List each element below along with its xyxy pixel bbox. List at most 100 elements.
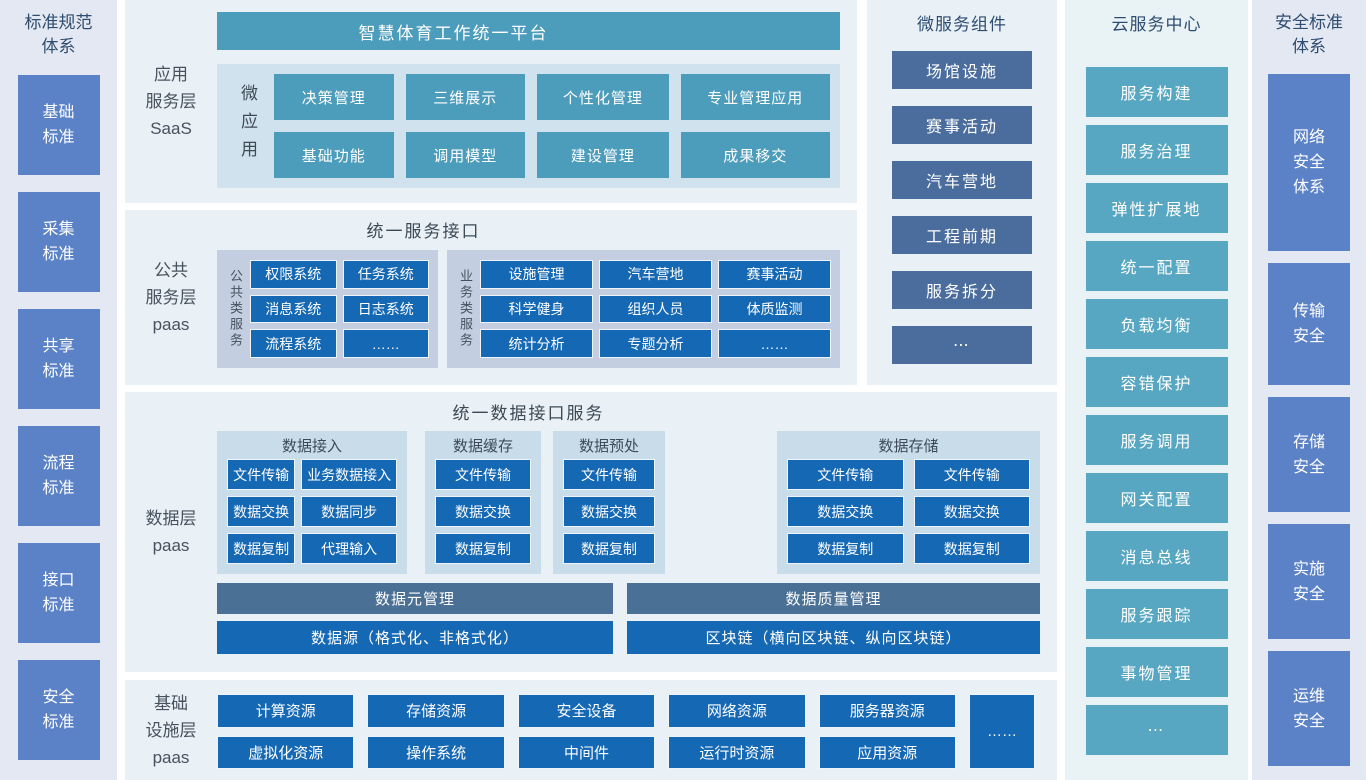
resource-block: 中间件: [517, 735, 656, 769]
layer-label-line: paas: [152, 747, 190, 767]
standard-block-security: 安全标准: [17, 660, 100, 760]
business-services-group: 业务类服务 设施管理 汽车营地 赛事活动 科学健身 组织人员 体质监测 统计分析: [447, 250, 840, 368]
micro-app-block: 专业管理应用: [680, 74, 830, 120]
infrastructure-layer-label: 基础 设施层 paas: [125, 680, 217, 780]
service-block: 流程系统: [250, 329, 337, 358]
data-block: 数据复制: [435, 533, 531, 564]
resource-block: 操作系统: [367, 735, 505, 769]
cloud-service-block: 容错保护: [1085, 357, 1228, 407]
unified-data-interface-title: 统一数据接口服务: [452, 404, 605, 423]
cloud-service-block: 消息总线: [1085, 531, 1228, 581]
microservice-block-more: ⋯: [892, 326, 1032, 364]
micro-app-block: 个性化管理: [537, 74, 669, 120]
data-quality-management-bar: 数据质量管理: [627, 583, 1040, 614]
data-layer-content: 统一数据接口服务 数据接入 文件传输 业务数据接入 数据交换 数据同步 数据复制…: [217, 392, 1057, 672]
infrastructure-grid: 计算资源 存储资源 安全设备 网络资源 服务器资源 …… 虚拟化资源 操作系统 …: [217, 694, 1035, 769]
standard-block-basic: 基础标准: [17, 75, 100, 175]
layer-label-line: 应用: [154, 65, 188, 84]
cloud-service-block-more: ⋯: [1085, 705, 1228, 755]
data-block: 数据复制: [913, 533, 1030, 564]
microservice-block: 服务拆分: [892, 271, 1032, 309]
public-service-content: 统一服务接口 公共类服务 权限系统 任务系统 消息系统 日志系统 流程系统: [217, 210, 857, 385]
security-standards-sidebar: 安全标准体系 网络安全体系 传输安全 存储安全 实施安全 运维安全: [1252, 0, 1366, 780]
security-standards-title: 安全标准体系: [1272, 11, 1345, 59]
saas-content: 智慧体育工作统一平台 微应用 决策管理 三维展示 个性化管理 专业管理应用 基础…: [217, 0, 857, 203]
service-block: 体质监测: [718, 294, 831, 324]
layer-label-line: 服务层: [145, 288, 197, 307]
microservice-block: 场馆设施: [892, 51, 1032, 89]
security-standards-title-text: 安全标准体系: [1275, 13, 1343, 56]
service-block-more: ……: [718, 329, 831, 358]
layer-label-line: 设施层: [145, 720, 197, 740]
data-source-bar: 数据源（格式化、非格式化）: [217, 621, 613, 654]
infrastructure-content: 计算资源 存储资源 安全设备 网络资源 服务器资源 …… 虚拟化资源 操作系统 …: [217, 680, 1057, 780]
service-block: 组织人员: [599, 294, 712, 324]
service-block: 设施管理: [480, 260, 593, 289]
standards-system-title: 标准规范体系: [22, 11, 95, 59]
cloud-service-block: 服务跟踪: [1085, 589, 1228, 639]
data-preprocess-group: 数据预处 文件传输 数据交换 数据复制: [553, 431, 665, 574]
platform-banner: 智慧体育工作统一平台: [217, 12, 840, 50]
data-storage-group: 数据存储 文件传输 文件传输 数据交换 数据交换 数据复制 数据复制: [777, 431, 1040, 574]
data-meta-management-bar: 数据元管理: [217, 583, 613, 614]
resource-block: 网络资源: [668, 694, 806, 728]
data-cache-group: 数据缓存 文件传输 数据交换 数据复制: [425, 431, 541, 574]
data-block: 数据交换: [563, 496, 655, 527]
layer-label-line: paas: [152, 536, 190, 555]
data-block: 文件传输: [435, 459, 531, 490]
micro-app-block: 建设管理: [537, 132, 669, 178]
service-block-more: ……: [342, 329, 429, 358]
resource-block: 虚拟化资源: [217, 735, 355, 769]
cloud-service-block: 弹性扩展地: [1085, 183, 1228, 233]
cloud-service-block: 服务调用: [1085, 415, 1228, 465]
micro-app-block: 基础功能: [274, 132, 394, 178]
cloud-service-center-panel: 云服务中心 服务构建 服务治理 弹性扩展地 统一配置 负载均衡 容错保护 服务调…: [1065, 0, 1248, 780]
common-services-group: 公共类服务 权限系统 任务系统 消息系统 日志系统 流程系统 ……: [217, 250, 438, 368]
data-group-grid: 文件传输 数据交换 数据复制: [435, 459, 531, 564]
security-block-operations: 运维安全: [1268, 651, 1350, 766]
service-block: 赛事活动: [718, 260, 831, 289]
blockchain-bar: 区块链（横向区块链、纵向区块链）: [627, 621, 1040, 654]
resource-block: 存储资源: [367, 694, 505, 728]
data-group-title: 数据预处: [578, 438, 639, 455]
standard-block-label: 安全标准: [42, 689, 75, 731]
data-layer-label: 数据层 paas: [125, 392, 217, 672]
resource-block-more: ……: [968, 694, 1035, 769]
security-block-transport: 传输安全: [1268, 263, 1350, 385]
microservice-block: 赛事活动: [892, 106, 1032, 144]
standard-block-process: 流程标准: [17, 426, 100, 526]
cloud-service-block: 事物管理: [1085, 647, 1228, 697]
micro-apps-vertical-label: 微应用: [238, 84, 257, 168]
standards-system-sidebar: 标准规范体系 基础标准 采集标准 共享标准 流程标准 接口标准 安全标准: [0, 0, 117, 780]
service-groups-row: 公共类服务 权限系统 任务系统 消息系统 日志系统 流程系统 ……: [217, 250, 840, 368]
microservice-block: 汽车营地: [892, 161, 1032, 199]
microservice-components-title: 微服务组件: [917, 15, 1007, 34]
data-group-grid: 文件传输 文件传输 数据交换 数据交换 数据复制 数据复制: [787, 459, 1030, 564]
resource-block: 服务器资源: [818, 694, 956, 728]
cloud-service-block: 负载均衡: [1085, 299, 1228, 349]
data-group-title: 数据接入: [281, 438, 342, 455]
cloud-service-block: 服务构建: [1085, 67, 1228, 117]
data-block: 文件传输: [227, 459, 296, 490]
data-group-grid: 文件传输 数据交换 数据复制: [563, 459, 655, 564]
standards-system-title-text: 标准规范体系: [24, 13, 93, 56]
data-block: 数据复制: [227, 533, 296, 564]
data-block: 数据交换: [435, 496, 531, 527]
microservice-components-panel: 微服务组件 场馆设施 赛事活动 汽车营地 工程前期 服务拆分 ⋯: [867, 0, 1057, 385]
security-block-label: 网络安全体系: [1292, 129, 1325, 196]
data-layer-panel: 数据层 paas 统一数据接口服务 数据接入 文件传输 业务数据接入 数据交换 …: [125, 392, 1057, 672]
micro-apps-box: 微应用 决策管理 三维展示 个性化管理 专业管理应用 基础功能 调用模型 建设管…: [217, 64, 840, 188]
data-block: 业务数据接入: [301, 459, 397, 490]
saas-public-stack: 应用 服务层 SaaS 智慧体育工作统一平台 微应用 决策管理 三维展示 个性化…: [125, 0, 857, 385]
data-block: 数据交换: [787, 496, 904, 527]
service-block: 统计分析: [480, 329, 593, 358]
resource-block: 安全设备: [517, 694, 656, 728]
common-services-grid: 权限系统 任务系统 消息系统 日志系统 流程系统 ……: [250, 260, 429, 358]
security-block-implementation: 实施安全: [1268, 524, 1350, 639]
data-block: 文件传输: [787, 459, 904, 490]
layer-label-line: SaaS: [150, 119, 192, 138]
cloud-service-block: 网关配置: [1085, 473, 1228, 523]
data-groups-row: 数据接入 文件传输 业务数据接入 数据交换 数据同步 数据复制 代理输入 数据缓…: [217, 431, 1040, 574]
business-services-grid: 设施管理 汽车营地 赛事活动 科学健身 组织人员 体质监测 统计分析 专题分析 …: [480, 260, 831, 358]
service-block: 消息系统: [250, 294, 337, 324]
